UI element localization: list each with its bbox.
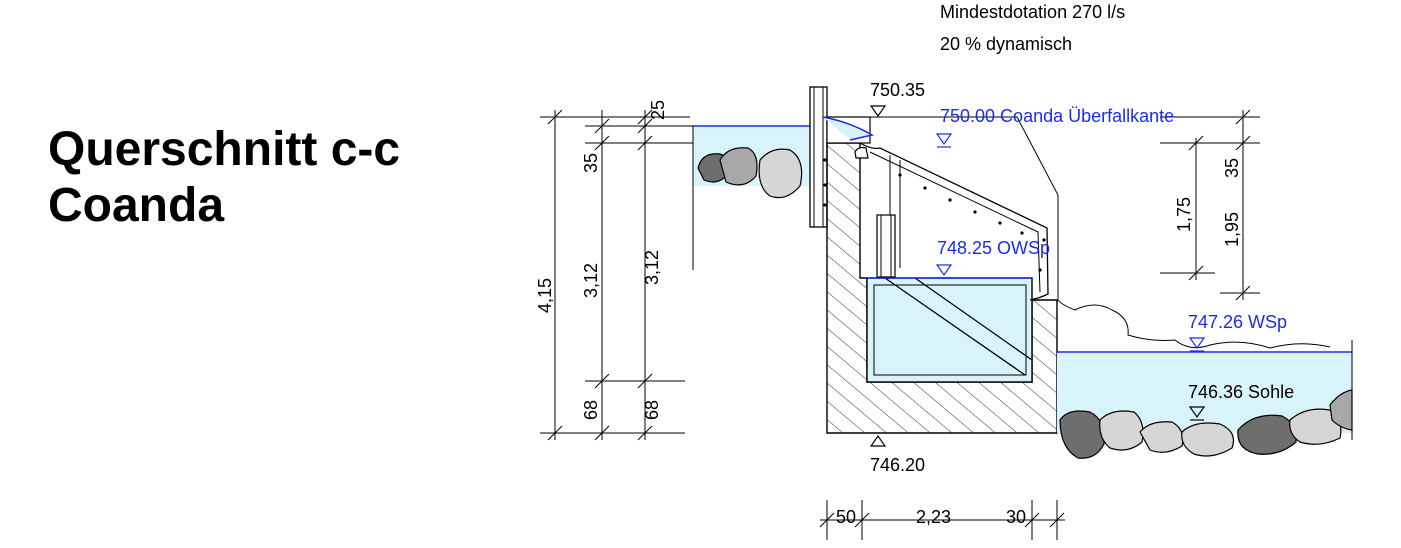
downstream-rocks	[1059, 389, 1353, 459]
drawing-title: Querschnitt c-c Coanda	[48, 122, 400, 234]
level-base: 746.20	[870, 455, 925, 475]
dim-right-35: 35	[1222, 158, 1242, 178]
note-min-flow: Mindestdotation 270 l/s	[940, 2, 1125, 22]
level-markers	[869, 105, 1206, 447]
title-line-2: Coanda	[48, 179, 225, 232]
level-triangle-icon	[1188, 337, 1206, 350]
dim-right-175: 1,75	[1174, 197, 1194, 232]
dim-right-195: 1,95	[1222, 212, 1242, 247]
level-triangle-icon	[869, 105, 887, 118]
level-triangle-icon	[935, 264, 953, 277]
coanda-screen	[822, 116, 1059, 301]
level-coanda-crest: 750.00 Coanda Überfallkante	[940, 106, 1174, 126]
dim-bottom-223: 2,23	[916, 507, 951, 527]
upstream-rocks	[697, 147, 803, 199]
dim-left-35: 35	[581, 153, 601, 173]
level-triangle-icon	[935, 133, 953, 146]
settling-basin	[866, 277, 1033, 383]
level-headwater: 748.25 OWSp	[937, 238, 1050, 258]
dim-total-height: 4,15	[535, 278, 555, 313]
dim-bottom-30: 30	[1006, 507, 1026, 527]
dim-mid-312: 3,12	[642, 250, 662, 285]
downstream-bank-contour	[1057, 299, 1331, 349]
dim-left-68: 68	[581, 400, 601, 420]
title-line-1: Querschnitt c-c	[48, 123, 401, 176]
concrete-structure	[826, 116, 1058, 434]
dim-left-25: 25	[648, 100, 668, 120]
level-top-wall: 750.35	[870, 80, 925, 100]
level-triangle-icon	[869, 434, 887, 447]
left-dimension-chains	[540, 109, 700, 441]
level-triangle-icon	[1188, 406, 1206, 419]
bottom-dimension-chain	[819, 500, 1065, 540]
dim-mid-68: 68	[642, 400, 662, 420]
right-dimension-chain	[1160, 109, 1260, 301]
note-dynamic: 20 % dynamisch	[940, 34, 1072, 54]
dim-left-312: 3,12	[581, 263, 601, 298]
level-river-bed: 746.36 Sohle	[1188, 382, 1294, 402]
dim-bottom-50: 50	[836, 507, 856, 527]
level-tailwater: 747.26 WSp	[1188, 312, 1287, 332]
